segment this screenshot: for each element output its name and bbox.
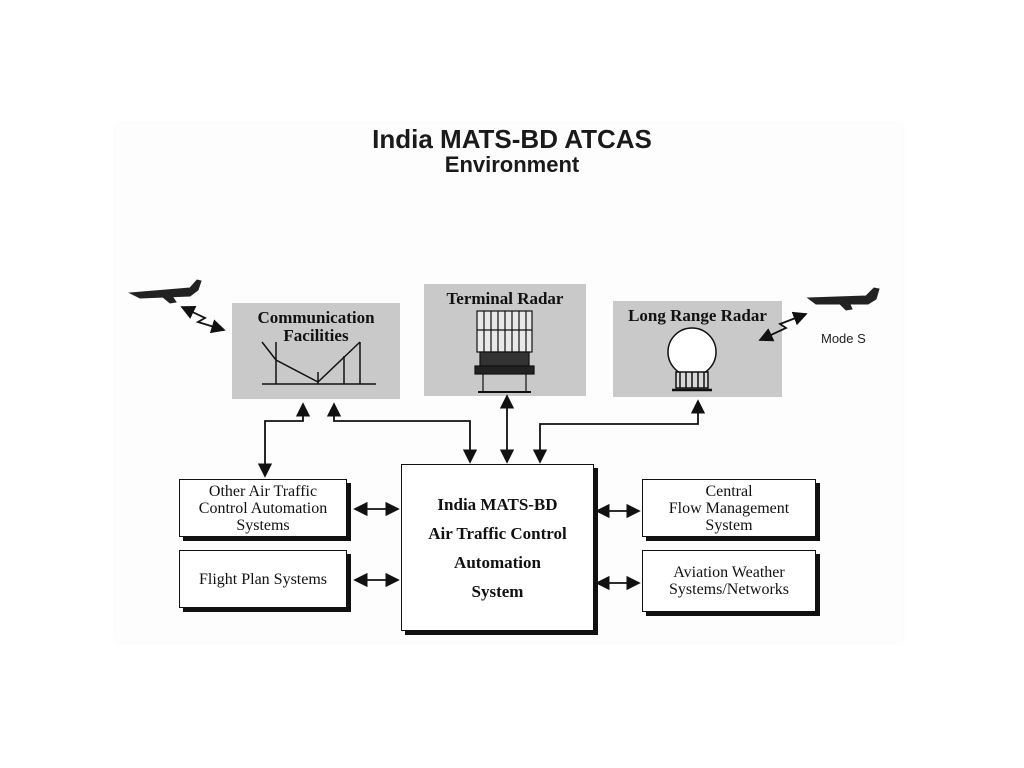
diagram-title: India MATS-BD ATCAS	[372, 124, 652, 154]
terminal-radar-antenna-icon	[474, 310, 535, 393]
flight-plan-systems-label: Flight Plan Systems	[198, 570, 328, 588]
terminal-radar-label: Terminal Radar	[446, 289, 564, 308]
long-range-radar-label: Long Range Radar	[628, 306, 767, 325]
communication-facilities-panel: Communication Facilities	[232, 303, 400, 399]
communication-antenna-icon	[261, 341, 376, 385]
aviation-weather-label: Aviation Weather Systems/Networks	[669, 564, 789, 598]
diagram-subtitle: Environment	[444, 152, 580, 177]
radio-link-right-icon	[758, 311, 808, 342]
india-mats-bd-atc-automation-label: India MATS-BD Air Traffic Control Automa…	[428, 494, 567, 601]
aviation-weather-box: Aviation Weather Systems/Networks	[642, 550, 816, 612]
india-mats-bd-atc-automation-box: India MATS-BD Air Traffic Control Automa…	[401, 464, 594, 631]
link-comm-to-center	[326, 402, 478, 464]
central-flow-management-label: Central Flow Management System	[668, 482, 790, 534]
other-atc-systems-label: Other Air Traffic Control Automation Sys…	[198, 482, 328, 534]
link-comm-to-other-atc	[257, 402, 311, 478]
flight-plan-systems-box: Flight Plan Systems	[179, 550, 347, 608]
aircraft-left-icon	[128, 279, 202, 304]
mode-s-label: Mode S	[821, 331, 866, 346]
link-long-range-radar-to-center	[532, 399, 706, 464]
radio-link-left-icon	[180, 305, 226, 334]
long-range-radar-radome-icon	[667, 327, 717, 392]
central-flow-management-box: Central Flow Management System	[642, 479, 816, 537]
communication-facilities-label: Communication Facilities	[257, 308, 375, 345]
other-atc-systems-box: Other Air Traffic Control Automation Sys…	[179, 479, 347, 537]
aircraft-right-icon	[806, 287, 880, 311]
